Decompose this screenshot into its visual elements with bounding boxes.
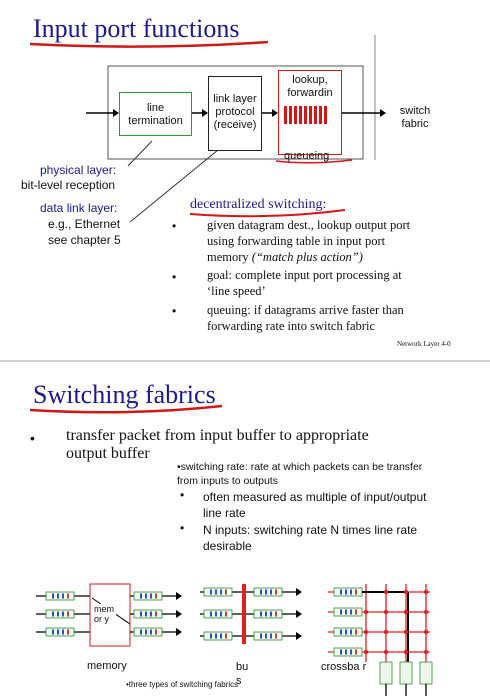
bullet-item: goal: complete input port processing at … <box>207 268 402 298</box>
switching-rate-text: •switching rate: rate at which packets c… <box>177 461 423 487</box>
slide-input-port-functions: Input port functions <box>21 14 451 348</box>
data-link-label: data link layer: <box>40 201 118 215</box>
queueing-label: queueing <box>284 150 330 162</box>
queue-bars <box>284 106 327 124</box>
bus-fabric <box>200 584 302 644</box>
decentralized-heading: decentralized switching: <box>190 197 327 212</box>
pointer-datalink <box>129 149 219 223</box>
data-link-desc-2: see chapter 5 <box>48 233 121 247</box>
bullet-dot: • <box>172 304 177 318</box>
bullet-dot: • <box>172 270 177 284</box>
slide-footer: Network Layer 4-0 <box>397 340 451 348</box>
slide1-graphics <box>29 35 386 223</box>
bullet-dot: • <box>30 430 35 446</box>
data-link-desc-1: e.g., Ethernet <box>48 217 121 231</box>
slide-title: Switching fabrics <box>33 380 216 409</box>
label-crossbar: crossba r <box>321 661 367 673</box>
caption: •three types of switching fabrics <box>126 680 239 689</box>
bullet-dot: • <box>180 521 185 535</box>
bullet-dot: • <box>172 219 177 233</box>
memory-box-label: memor y <box>94 604 116 624</box>
sub-bullet: N inputs: switching rate N times line ra… <box>203 523 418 553</box>
sub-bullet: often measured as multiple of input/outp… <box>203 490 427 520</box>
bullet-dot: • <box>180 488 185 502</box>
bullet-item: queuing: if datagrams arrive faster than… <box>207 303 404 333</box>
slide-title: Input port functions <box>33 14 240 43</box>
title-underline <box>29 40 269 48</box>
pointer-physical <box>127 140 153 167</box>
lookup-box: lookup, forwardin <box>278 70 342 155</box>
slide-switching-fabrics: Switching fabrics • transfer packet from… <box>0 362 490 700</box>
link-layer-box: link layer protocol (receive) <box>208 76 262 151</box>
line-termination-box: line termination <box>119 92 192 136</box>
label-memory: memory <box>87 660 127 672</box>
physical-layer-label: physical layer: <box>40 163 117 177</box>
main-bullet: transfer packet from input buffer to app… <box>66 427 369 462</box>
label-bus: bu s <box>236 661 249 687</box>
bullet-item: given datagram dest., lookup output port… <box>207 218 411 264</box>
crossbar-fabric <box>328 584 433 696</box>
switch-fabric-label: switch fabric <box>399 105 431 130</box>
physical-layer-desc: bit-level reception <box>21 178 116 192</box>
lookup-label: lookup, forwardin <box>287 74 333 99</box>
fabric-diagrams <box>29 404 433 696</box>
